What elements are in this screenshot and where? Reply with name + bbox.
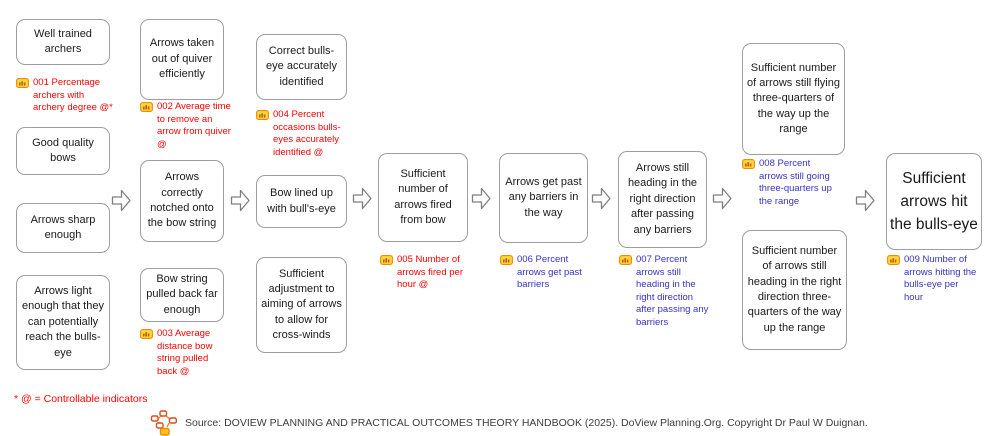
bar-chart-badge-icon — [140, 102, 153, 117]
node-label: Sufficient number of arrows still headin… — [747, 244, 842, 334]
source-attribution: Source: DOVIEW PLANNING AND PRACTICAL OU… — [185, 417, 868, 429]
node-bow-string-pulled-back: Bow string pulled back far enough — [140, 268, 224, 322]
controllable-indicators-footnote: * @ = Controllable indicators — [14, 393, 148, 405]
indicator-002: 002 Average time to remove an arrow from… — [140, 101, 232, 151]
node-label: Arrows still heading in the right direct… — [627, 162, 698, 236]
indicator-008: 008 Percent arrows still going three-qua… — [742, 158, 836, 208]
bar-chart-badge-icon — [256, 110, 269, 125]
node-arrows-get-past-barriers: Arrows get past any barriers in the way — [499, 153, 588, 243]
indicator-label: 009 Number of arrows hitting the bulls-e… — [904, 254, 977, 303]
block-arrow-right-icon — [111, 188, 132, 213]
indicator-004: 004 Percent occasions bulls-eyes accurat… — [256, 109, 353, 159]
node-sufficient-adjustment-cross-winds: Sufficient adjustment to aiming of arrow… — [256, 257, 347, 353]
indicator-label: 006 Percent arrows get past barriers — [517, 254, 582, 291]
node-label: Bow string pulled back far enough — [146, 272, 218, 316]
node-sufficient-arrows-fired: Sufficient number of arrows fired from b… — [378, 153, 468, 242]
indicator-003: 003 Average distance bow string pulled b… — [140, 328, 226, 378]
block-arrow-right-icon — [471, 186, 492, 211]
bar-chart-badge-icon — [380, 255, 393, 270]
node-arrows-correctly-notched: Arrows correctly notched onto the bow st… — [140, 160, 224, 242]
indicator-label: 002 Average time to remove an arrow from… — [157, 101, 231, 150]
block-arrow-right-icon — [591, 186, 612, 211]
indicator-009: 009 Number of arrows hitting the bulls-e… — [887, 254, 977, 304]
bar-chart-badge-icon — [500, 255, 513, 270]
indicator-006: 006 Percent arrows get past barriers — [500, 254, 582, 292]
bar-chart-badge-icon — [742, 159, 755, 174]
node-arrows-light-enough: Arrows light enough that they can potent… — [16, 275, 110, 370]
node-label: Good quality bows — [32, 136, 94, 164]
node-sufficient-arrows-heading-three-quarters: Sufficient number of arrows still headin… — [742, 230, 847, 350]
node-label: Sufficient adjustment to aiming of arrow… — [261, 267, 342, 342]
node-arrows-sharp-enough: Arrows sharp enough — [16, 203, 110, 253]
node-correct-bulls-eye-identified: Correct bulls-eye accurately identified — [256, 34, 347, 100]
block-arrow-right-icon — [855, 188, 876, 213]
node-label: Correct bulls-eye accurately identified — [266, 44, 337, 88]
node-arrows-still-heading-right-direction: Arrows still heading in the right direct… — [618, 151, 707, 248]
block-arrow-right-icon — [230, 188, 251, 213]
indicator-label: 005 Number of arrows fired per hour @ — [397, 254, 463, 291]
indicator-007: 007 Percent arrows still heading in the … — [619, 254, 709, 329]
bar-chart-badge-icon — [887, 255, 900, 270]
indicator-label: 004 Percent occasions bulls-eyes accurat… — [273, 109, 341, 158]
node-label: Arrows get past any barriers in the way — [505, 175, 582, 219]
node-label: Bow lined up with bull's-eye — [267, 187, 336, 215]
indicator-005: 005 Number of arrows fired per hour @ — [380, 254, 470, 292]
indicator-label: 003 Average distance bow string pulled b… — [157, 328, 213, 377]
node-label: Arrows taken out of quiver efficiently — [149, 37, 215, 81]
indicator-001: 001 Percentage archers with archery degr… — [16, 77, 114, 115]
node-good-quality-bows: Good quality bows — [16, 127, 110, 175]
node-label: Sufficient arrows hit the bulls-eye — [890, 169, 978, 234]
block-arrow-right-icon — [352, 186, 373, 211]
bar-chart-badge-icon — [619, 255, 632, 270]
node-label: Sufficient number of arrows fired from b… — [394, 167, 452, 226]
node-label: Sufficient number of arrows still flying… — [747, 61, 840, 136]
node-sufficient-arrows-hit-bulls-eye: Sufficient arrows hit the bulls-eye — [886, 153, 982, 250]
node-sufficient-arrows-flying-three-quarters: Sufficient number of arrows still flying… — [742, 43, 845, 155]
bar-chart-badge-icon — [140, 329, 153, 344]
node-arrows-taken-out-of-quiver: Arrows taken out of quiver efficiently — [140, 19, 224, 100]
node-bow-lined-up: Bow lined up with bull's-eye — [256, 175, 347, 228]
indicator-label: 008 Percent arrows still going three-qua… — [759, 158, 832, 207]
indicator-label: 001 Percentage archers with archery degr… — [33, 77, 113, 114]
node-label: Well trained archers — [34, 27, 92, 55]
node-label: Arrows sharp enough — [30, 213, 96, 241]
node-label: Arrows correctly notched onto the bow st… — [147, 171, 217, 230]
indicator-label: 007 Percent arrows still heading in the … — [636, 254, 709, 328]
doview-logo-icon — [149, 410, 179, 436]
bar-chart-badge-icon — [16, 78, 29, 93]
node-well-trained-archers: Well trained archers — [16, 19, 110, 65]
node-label: Arrows light enough that they can potent… — [22, 285, 104, 359]
block-arrow-right-icon — [712, 186, 733, 211]
